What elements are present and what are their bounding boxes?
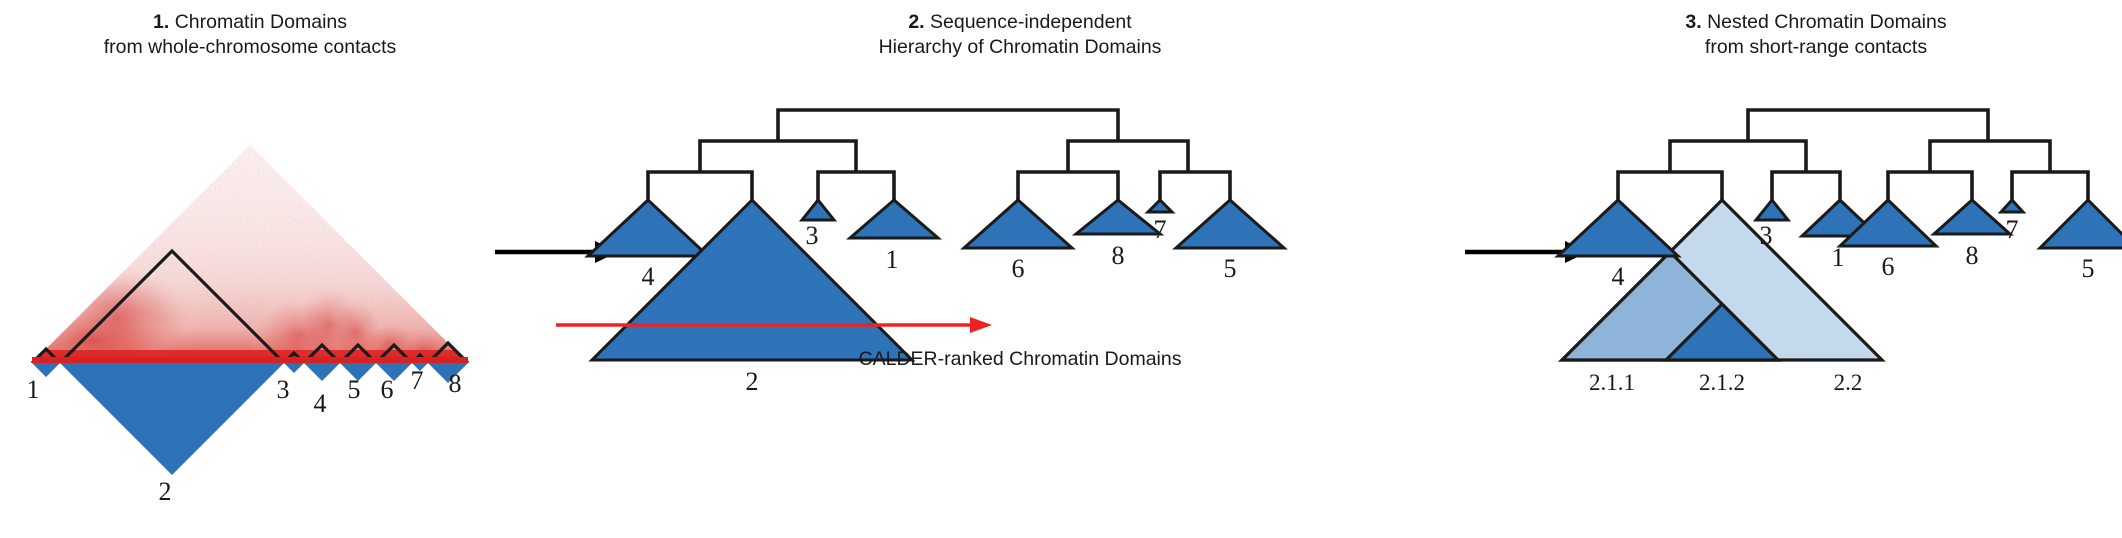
leaf-label-5: 5: [1224, 254, 1237, 283]
leaf-label-5: 5: [2082, 254, 2095, 283]
panel-3-graphic: 4 3 1 6 8 7 5 2.1.1 2.1.2 2.2: [1554, 108, 2122, 395]
domain-triangle-3: [284, 363, 304, 373]
leaf-triangle-3: [1752, 197, 1792, 222]
dendrogram-links: [1616, 108, 2090, 200]
leaf-triangle-6: [960, 197, 1076, 250]
panel-3-nested-labels: 2.1.1 2.1.2 2.2: [1589, 370, 1862, 395]
leaf-label-8: 8: [1112, 241, 1125, 270]
domain-triangle-4: [304, 363, 340, 381]
leaf-triangle-7: [1144, 197, 1176, 214]
leaf-label-6: 6: [1882, 252, 1895, 281]
leaf-label-6: 6: [1012, 254, 1025, 283]
dendrogram-leaf-triangles: [584, 197, 1288, 362]
panel-3-title-line2: from short-range contacts: [1704, 36, 1928, 58]
panel-2-title-line1: Sequence-independent: [930, 11, 1132, 33]
calder-rank-arrow: [556, 317, 992, 333]
hic-contact-heatmap: [32, 145, 468, 363]
leaf-label-2: 2: [746, 367, 759, 396]
leaf-triangle-3: [798, 197, 838, 222]
diagonal-baseline: [32, 357, 468, 363]
nested-label-2-1-2: 2.1.2: [1699, 370, 1745, 395]
domain-label-8: 8: [449, 369, 462, 398]
leaf-triangle-6: [1836, 197, 1940, 248]
panel-1-title-line2: from whole-chromosome contacts: [103, 36, 397, 58]
panel-2-number: 2.: [908, 11, 925, 33]
domain-triangles-lower: [32, 363, 468, 475]
domain-label-3: 3: [277, 375, 290, 404]
domain-triangle-2: [60, 363, 284, 475]
leaf-label-4: 4: [1612, 262, 1625, 291]
panel-2-leaf-labels: 4 2 3 1 6 8 7 5: [642, 215, 1237, 396]
panel-1-domain-labels: 1 2 3 4 5 6 7 8: [27, 366, 462, 506]
panel-sequence-independent-hierarchy: 2. Sequence-independent Hierarchy of Chr…: [540, 0, 1500, 538]
leaf-label-8: 8: [1966, 241, 1979, 270]
leaf-label-3: 3: [1760, 221, 1773, 250]
domain-triangle-7: [412, 363, 428, 371]
nested-label-2-2: 2.2: [1834, 370, 1863, 395]
panel-2-title: 2. Sequence-independent Hierarchy of Chr…: [540, 10, 1500, 60]
leaf-triangle-8: [1930, 197, 2014, 236]
domain-triangle-8: [428, 363, 468, 383]
leaf-label-1: 1: [886, 245, 899, 274]
domain-label-1: 1: [27, 375, 40, 404]
panel-1-graphic: 1 2 3 4 5 6 7 8: [27, 145, 470, 506]
leaf-label-7: 7: [2006, 215, 2019, 244]
panel-nested-chromatin-domains: 3. Nested Chromatin Domains from short-r…: [1510, 0, 2122, 538]
nested-label-2-1-1: 2.1.1: [1589, 370, 1635, 395]
panel-2-title-line2: Hierarchy of Chromatin Domains: [878, 36, 1162, 58]
panel-3-title: 3. Nested Chromatin Domains from short-r…: [1510, 10, 2122, 60]
panel-3-title-line1: Nested Chromatin Domains: [1707, 11, 1947, 33]
nested-domain-2: [1558, 197, 1886, 362]
leaf-label-3: 3: [806, 221, 819, 250]
domain-label-4: 4: [314, 389, 327, 418]
domain-triangle-6: [376, 363, 412, 381]
calder-caption: CALDER-ranked Chromatin Domains: [858, 348, 1182, 370]
leaf-triangle-5: [2036, 197, 2122, 250]
domain-triangle-5: [340, 363, 376, 381]
leaf-label-4: 4: [642, 262, 655, 291]
leaf-triangle-7: [1997, 197, 2027, 214]
domain-triangle-1: [32, 363, 60, 377]
domain-label-6: 6: [381, 375, 394, 404]
panel-3-leaf-labels: 4 3 1 6 8 7 5: [1612, 215, 2095, 291]
leaf-label-1: 1: [1832, 243, 1845, 272]
domain-label-2: 2: [159, 477, 172, 506]
leaf-triangle-4: [584, 197, 712, 258]
leaf-triangle-2: [588, 197, 916, 362]
panel-3-number: 3.: [1685, 11, 1702, 33]
panel-2-graphic: 4 2 3 1 6 8 7 5: [556, 108, 1288, 396]
panel-chromatin-domains: 1. Chromatin Domains from whole-chromoso…: [0, 0, 500, 538]
leaf-label-7: 7: [1154, 215, 1167, 244]
panel-1-title-line1: Chromatin Domains: [174, 11, 347, 33]
panel-1-number: 1.: [153, 11, 170, 33]
panel-1-title: 1. Chromatin Domains from whole-chromoso…: [0, 10, 500, 60]
domain-label-7: 7: [411, 366, 424, 395]
leaf-triangle-5: [1172, 197, 1288, 250]
domain-label-5: 5: [348, 375, 361, 404]
nested-triangle-inner-2-1-2: [1662, 301, 1782, 362]
leaf-triangle-4: [1554, 197, 1682, 258]
leaf-triangle-1: [845, 198, 943, 240]
dendrogram-links: [646, 108, 1232, 200]
leaf-triangle-8: [1071, 198, 1165, 236]
dendrogram-leaf-triangles: [1554, 197, 2122, 258]
